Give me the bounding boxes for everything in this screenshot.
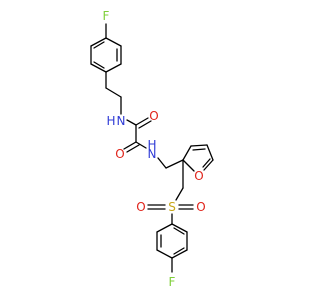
ethyl-chain bbox=[105, 71, 122, 115]
bond bbox=[126, 119, 137, 126]
atom-o-upper: O bbox=[149, 109, 158, 123]
atom-n-upper: N bbox=[117, 114, 126, 128]
bond bbox=[157, 157, 167, 169]
bond bbox=[182, 159, 195, 172]
atom-o-sulfonyl-right: O bbox=[196, 200, 205, 214]
bond bbox=[165, 159, 184, 169]
bond bbox=[173, 247, 185, 255]
bond bbox=[173, 227, 185, 235]
furan-ring bbox=[182, 144, 214, 172]
bond bbox=[123, 141, 137, 150]
atom-o-lower: O bbox=[115, 147, 124, 161]
bond bbox=[175, 187, 184, 201]
bond bbox=[105, 37, 122, 47]
molecule-canvas: F N H O O N H O O S O F bbox=[90, 9, 214, 289]
backbone-chain bbox=[157, 157, 184, 189]
atom-labels: F N H O O N H O O S O F bbox=[103, 9, 206, 289]
bond bbox=[90, 37, 107, 47]
bond bbox=[171, 249, 188, 259]
bond bbox=[138, 120, 152, 129]
atom-f-top: F bbox=[103, 9, 110, 23]
bond bbox=[135, 117, 149, 126]
bond bbox=[182, 145, 192, 161]
bond bbox=[126, 144, 140, 153]
atom-h-lower: H bbox=[147, 138, 156, 152]
bottom-fluorophenyl-ring bbox=[156, 223, 188, 273]
bond bbox=[190, 144, 208, 147]
oxalamide-core bbox=[123, 117, 152, 153]
atom-o-furan: O bbox=[194, 169, 203, 183]
bond bbox=[93, 41, 105, 49]
bond bbox=[206, 144, 214, 161]
atom-s-sulfonyl: S bbox=[168, 200, 176, 214]
bond bbox=[156, 249, 173, 259]
sulfonyl-group bbox=[147, 187, 194, 225]
bond bbox=[105, 63, 122, 73]
bond bbox=[93, 61, 105, 69]
bond bbox=[203, 159, 214, 171]
bond bbox=[171, 223, 188, 233]
atom-h-upper: H bbox=[106, 114, 115, 128]
bond bbox=[192, 148, 206, 151]
atom-o-sulfonyl-left: O bbox=[136, 200, 145, 214]
bond bbox=[105, 87, 122, 98]
molecule-structure: F N H O O N H O O S O F bbox=[90, 9, 214, 289]
bond bbox=[135, 141, 147, 149]
atom-n-lower: N bbox=[148, 147, 157, 161]
bond bbox=[202, 158, 211, 168]
bond bbox=[90, 63, 107, 73]
top-fluorophenyl-ring bbox=[90, 23, 122, 73]
atom-f-bottom: F bbox=[169, 275, 176, 289]
bond bbox=[156, 223, 173, 233]
